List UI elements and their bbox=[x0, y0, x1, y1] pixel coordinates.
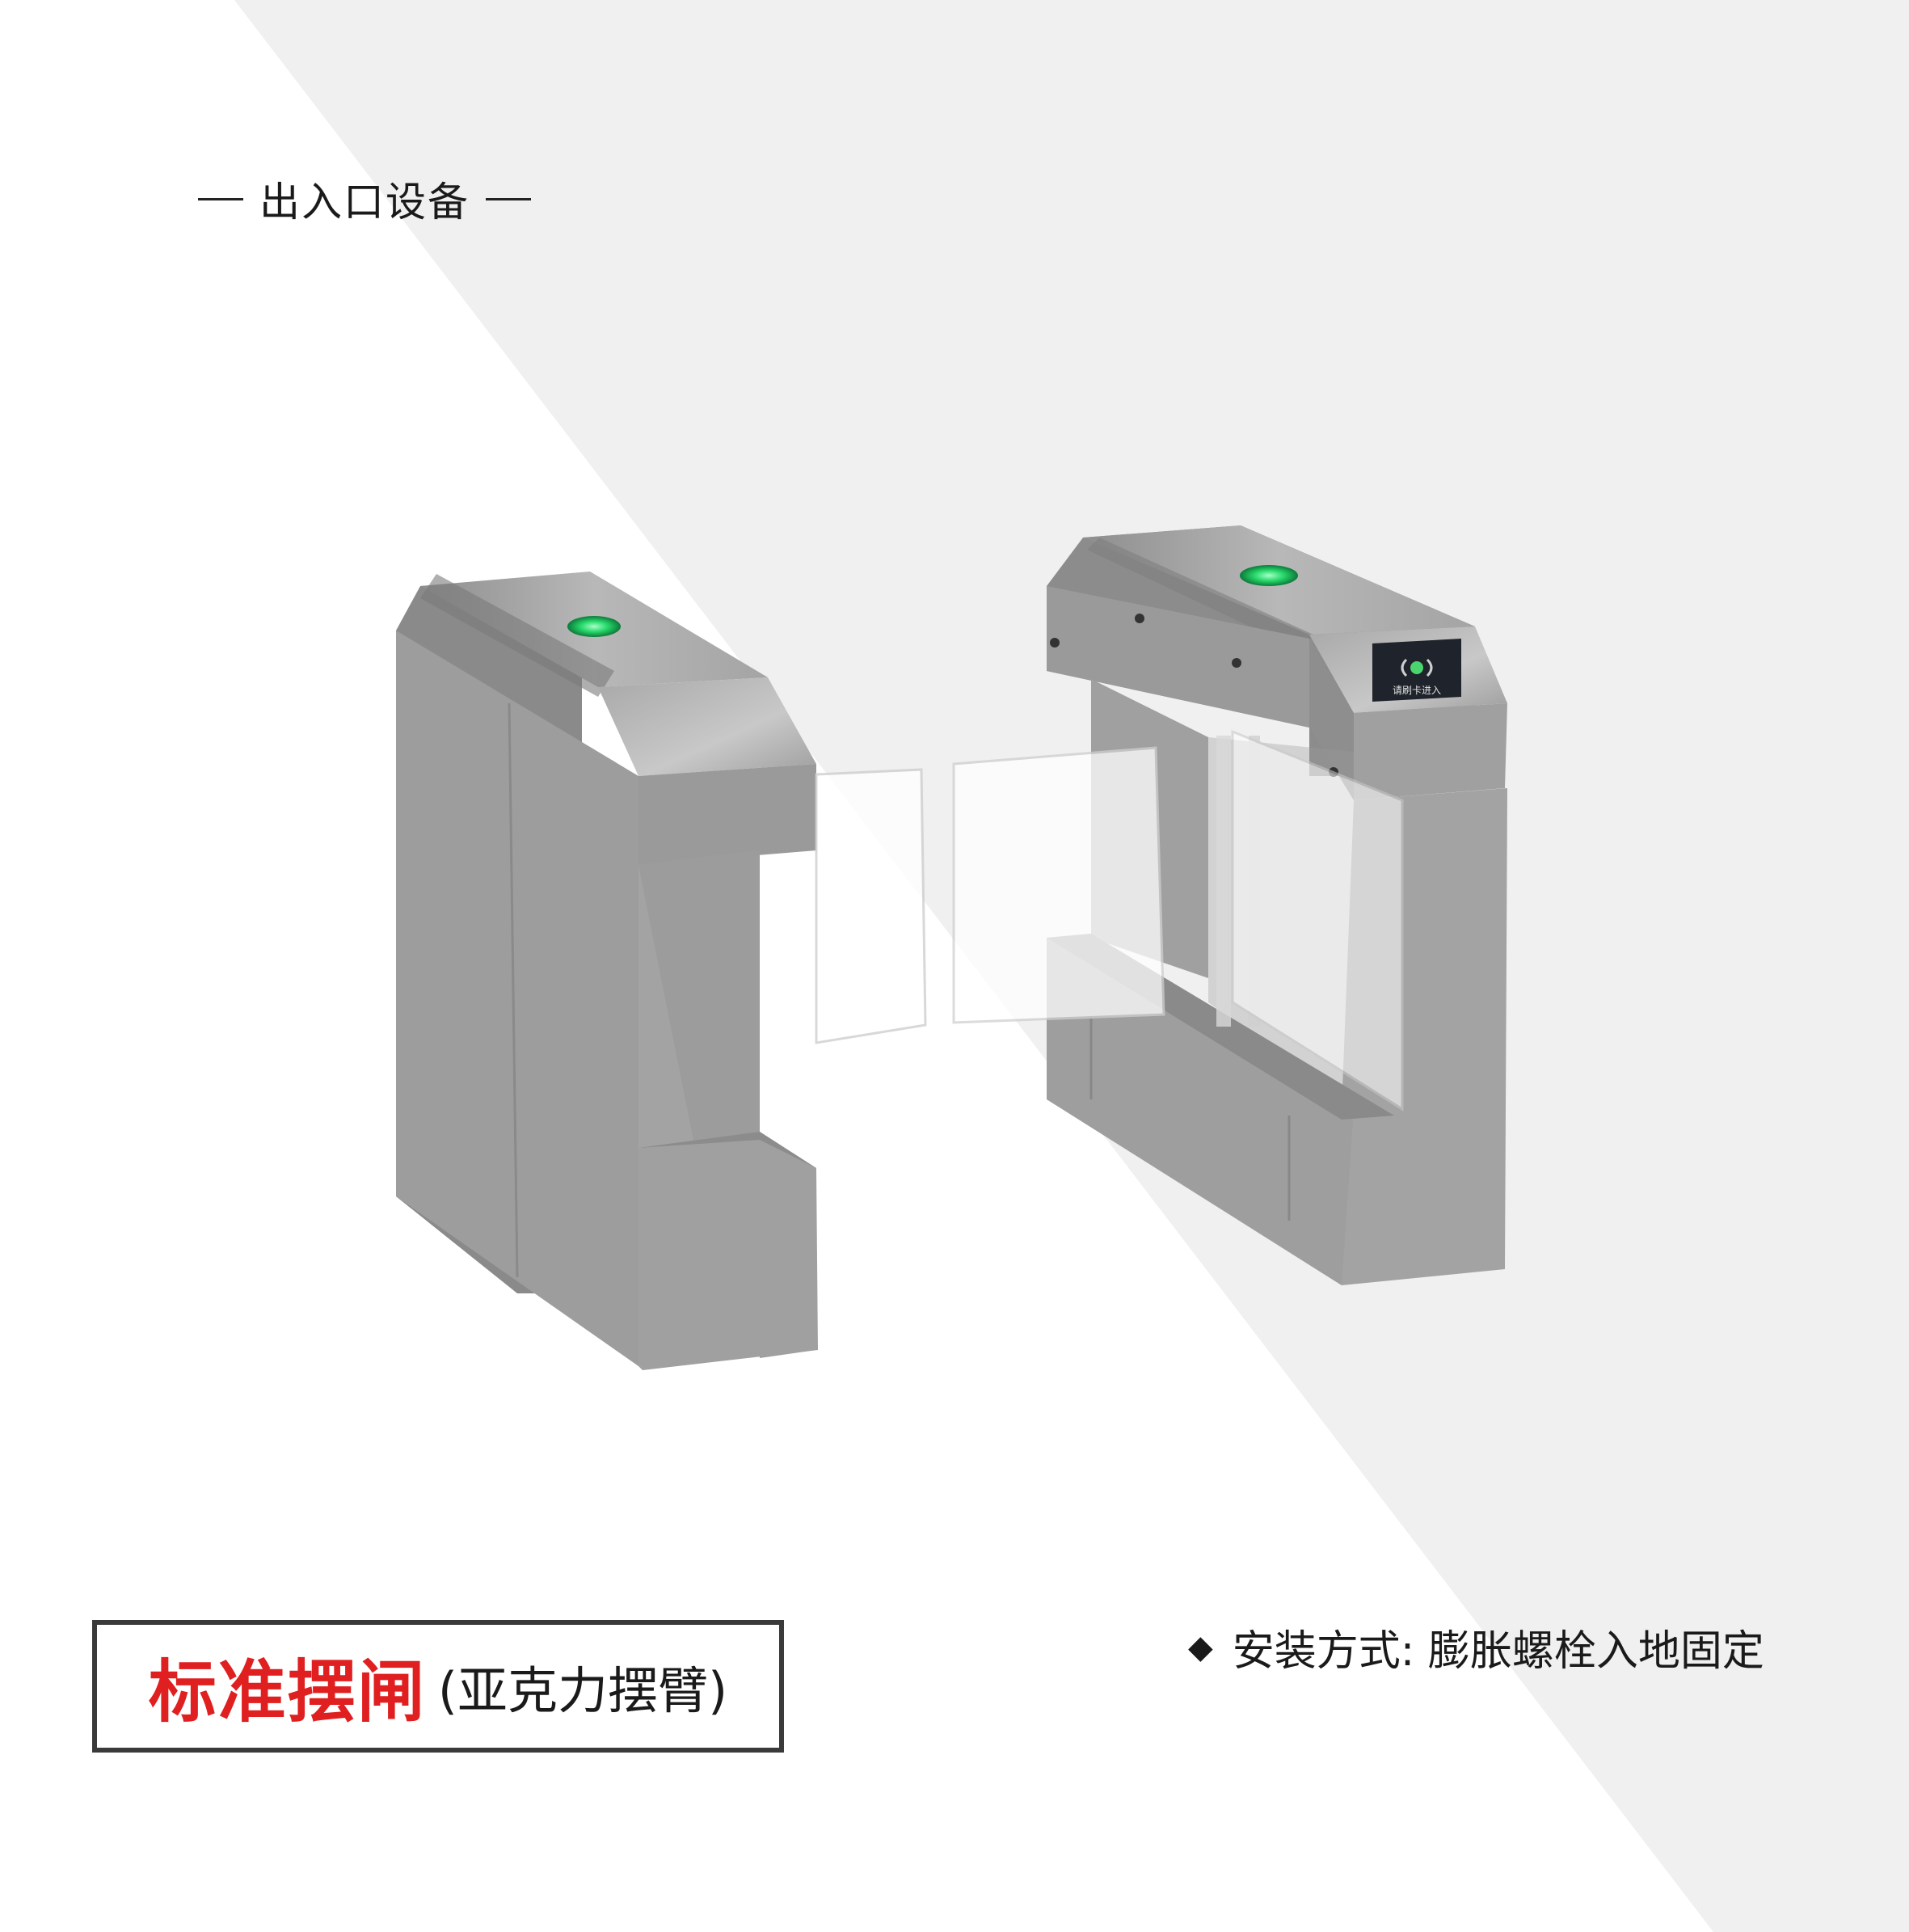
card-reader-label: 请刷卡进入 bbox=[1393, 685, 1441, 696]
category-header: 出入口设备 bbox=[198, 170, 531, 228]
green-arrow-indicator-icon bbox=[1240, 565, 1298, 586]
left-acrylic-flap bbox=[815, 768, 927, 1044]
header-dash-right bbox=[486, 197, 531, 200]
header-dash-left bbox=[198, 197, 243, 200]
product-name: 标准摆闸 bbox=[148, 1651, 427, 1732]
product-material: (亚克力摆臂) bbox=[437, 1661, 728, 1720]
product-title-box: 标准摆闸 (亚克力摆臂) bbox=[92, 1620, 784, 1753]
rfid-card-icon bbox=[1401, 658, 1433, 677]
green-arrow-indicator-icon bbox=[567, 616, 621, 637]
category-label: 出入口设备 bbox=[259, 179, 470, 226]
right-acrylic-flap bbox=[952, 746, 1165, 1024]
left-pedestal bbox=[396, 572, 818, 1370]
install-method-text: 安装方式: 膨胀螺栓入地固定 bbox=[1232, 1627, 1764, 1676]
diamond-bullet-icon: ◆ bbox=[1188, 1628, 1213, 1666]
right-inner-flap bbox=[1231, 729, 1404, 1112]
installation-spec: ◆ 安装方式: 膨胀螺栓入地固定 bbox=[1188, 1617, 1764, 1677]
